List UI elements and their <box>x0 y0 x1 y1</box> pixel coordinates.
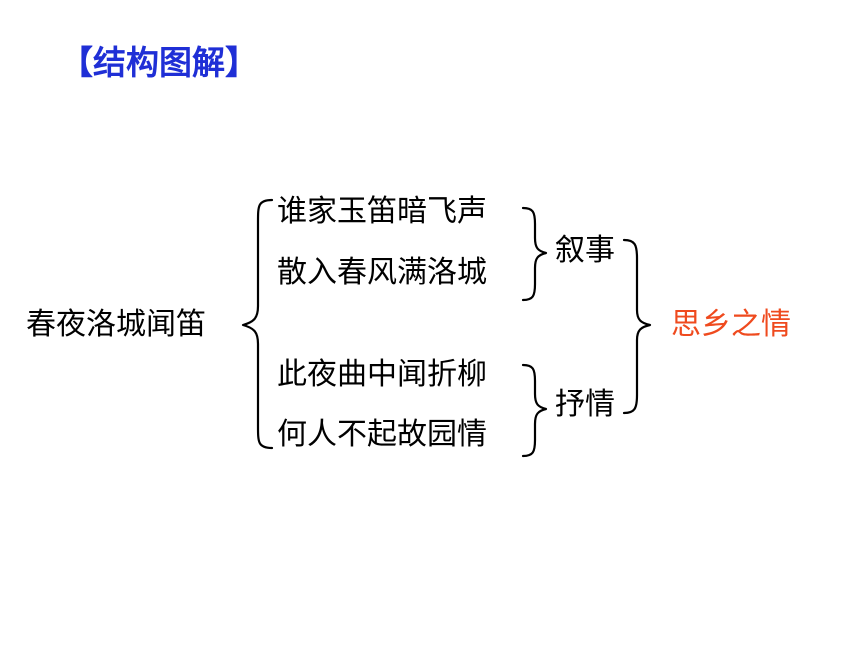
brace-lyric <box>521 363 548 458</box>
brace-narration <box>521 206 548 302</box>
poem-line-1: 谁家玉笛暗飞声 <box>277 194 487 229</box>
poem-line-2: 散入春风满洛城 <box>277 255 487 290</box>
poem-line-4: 何人不起故园情 <box>277 417 487 452</box>
group-label-narration: 叙事 <box>555 233 615 268</box>
section-heading: 【结构图解】 <box>60 43 258 82</box>
poem-line-3: 此夜曲中闻折柳 <box>277 357 487 392</box>
conclusion-label: 思乡之情 <box>671 307 791 342</box>
brace-conclusion <box>622 238 652 415</box>
brace-main-left <box>241 198 274 450</box>
group-label-lyric: 抒情 <box>555 387 615 422</box>
poem-title: 春夜洛城闻笛 <box>26 307 206 342</box>
